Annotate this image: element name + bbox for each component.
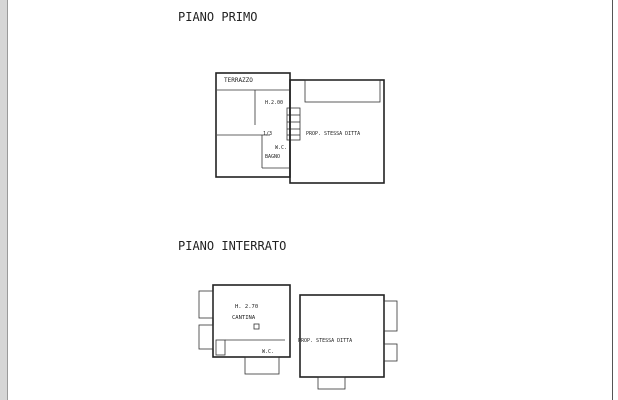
side-room (198, 324, 214, 350)
label-wc-basement: W.C. (262, 349, 274, 355)
title-first-floor: PIANO PRIMO (178, 10, 257, 24)
label-height-first: H.2.00 (265, 100, 283, 106)
label-height-basement: H. 2.70 (235, 304, 258, 310)
side-room (383, 343, 398, 362)
floor-drain (253, 323, 260, 330)
first-floor-unit (215, 72, 291, 178)
label-wc-first: W.C. (275, 145, 287, 151)
scan-right-edge (612, 0, 613, 400)
stairs-basement (215, 339, 226, 356)
label-cellar: CANTINA (232, 315, 256, 321)
label-share: 1/3 (263, 131, 272, 137)
label-neighbor-first: PROP. STESSA DITTA (306, 131, 360, 137)
label-bathroom: BAGNO (265, 154, 280, 160)
stairs (286, 107, 301, 141)
scan-left-edge (0, 0, 8, 400)
basement-unit (212, 284, 291, 358)
neighbor-terrace (304, 79, 381, 103)
neighbor-building-basement (299, 294, 385, 378)
side-room (198, 290, 214, 319)
side-room (383, 300, 398, 332)
title-basement: PIANO INTERRATO (178, 239, 286, 253)
label-neighbor-basement: PROP. STESSA DITTA (298, 338, 352, 344)
side-room (317, 376, 346, 390)
label-terrace: TERRAZZO (224, 77, 253, 84)
side-room (244, 356, 280, 375)
basement-plan: H. 2.70 CANTINA W.C. PROP. STESSA DITTA (198, 284, 398, 390)
first-floor-plan: TERRAZZO H.2.00 1/3 W.C. BAGNO PROP. STE… (215, 72, 385, 184)
